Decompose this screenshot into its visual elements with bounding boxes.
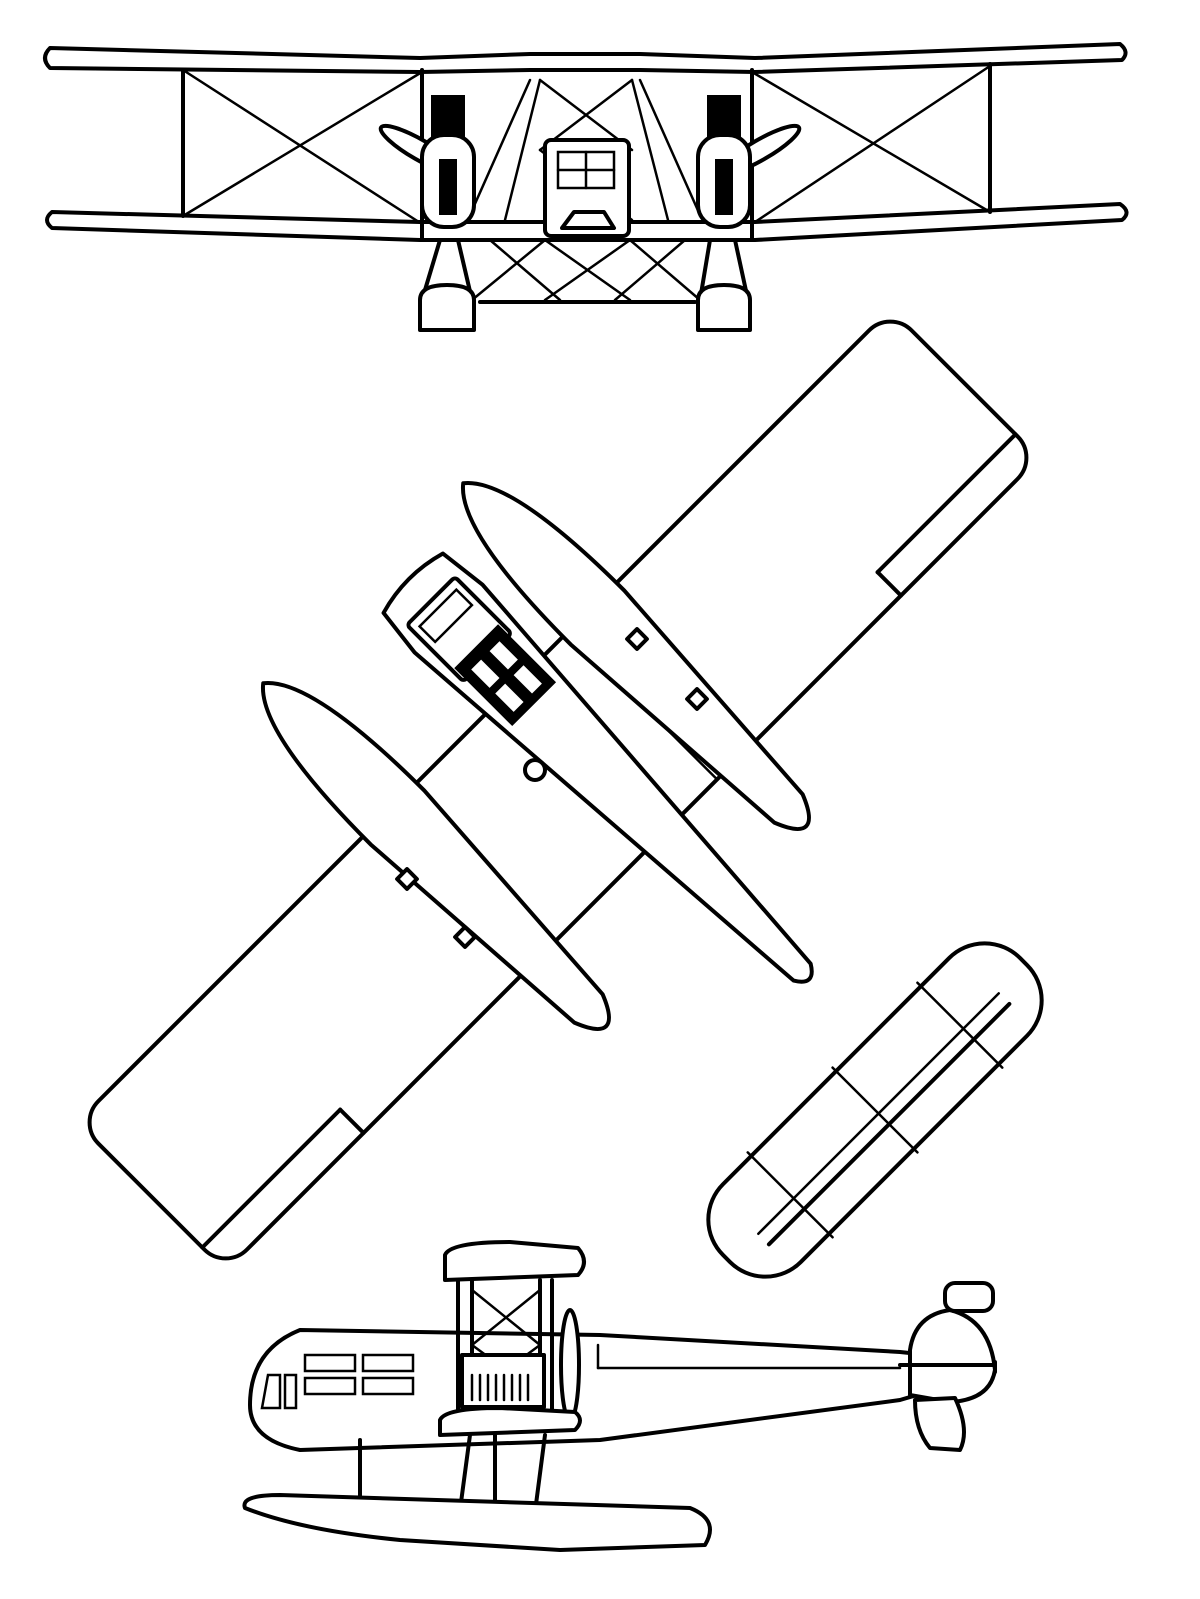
float-plan-left: [260, 680, 611, 1031]
cabin-windows: [260, 1353, 415, 1410]
tailplane-plan: [706, 941, 1044, 1279]
tail-fin-side: [908, 1308, 997, 1404]
engine-pod-3: [395, 867, 419, 891]
float-side: [242, 1493, 712, 1552]
engine-pod-1: [625, 627, 649, 651]
engine-cylinders: [470, 1373, 530, 1402]
engine-right: [696, 95, 752, 229]
float-front-left: [418, 283, 476, 332]
cabin-hatch: [454, 624, 557, 727]
engine-pod-4: [453, 925, 477, 949]
float-plan-right: [460, 480, 811, 831]
tail-skid: [913, 1396, 966, 1452]
side-view: [242, 1240, 997, 1552]
rudder-top: [943, 1281, 995, 1313]
engine-left: [420, 95, 476, 229]
top-view: [87, 319, 1044, 1279]
cockpit-windscreen: [560, 210, 616, 230]
lower-wing-side: [438, 1406, 582, 1437]
engine-pod-2: [685, 687, 709, 711]
wing-center-mark: [523, 758, 547, 782]
upper-wing-side: [443, 1240, 586, 1282]
fuselage-plan: [381, 551, 814, 984]
propeller-side: [559, 1308, 581, 1422]
upper-wing: [43, 42, 1128, 74]
front-view: [43, 42, 1129, 332]
float-front-right: [696, 283, 752, 332]
fuselage-front: [543, 138, 631, 238]
float-struts-side: [358, 1433, 547, 1514]
